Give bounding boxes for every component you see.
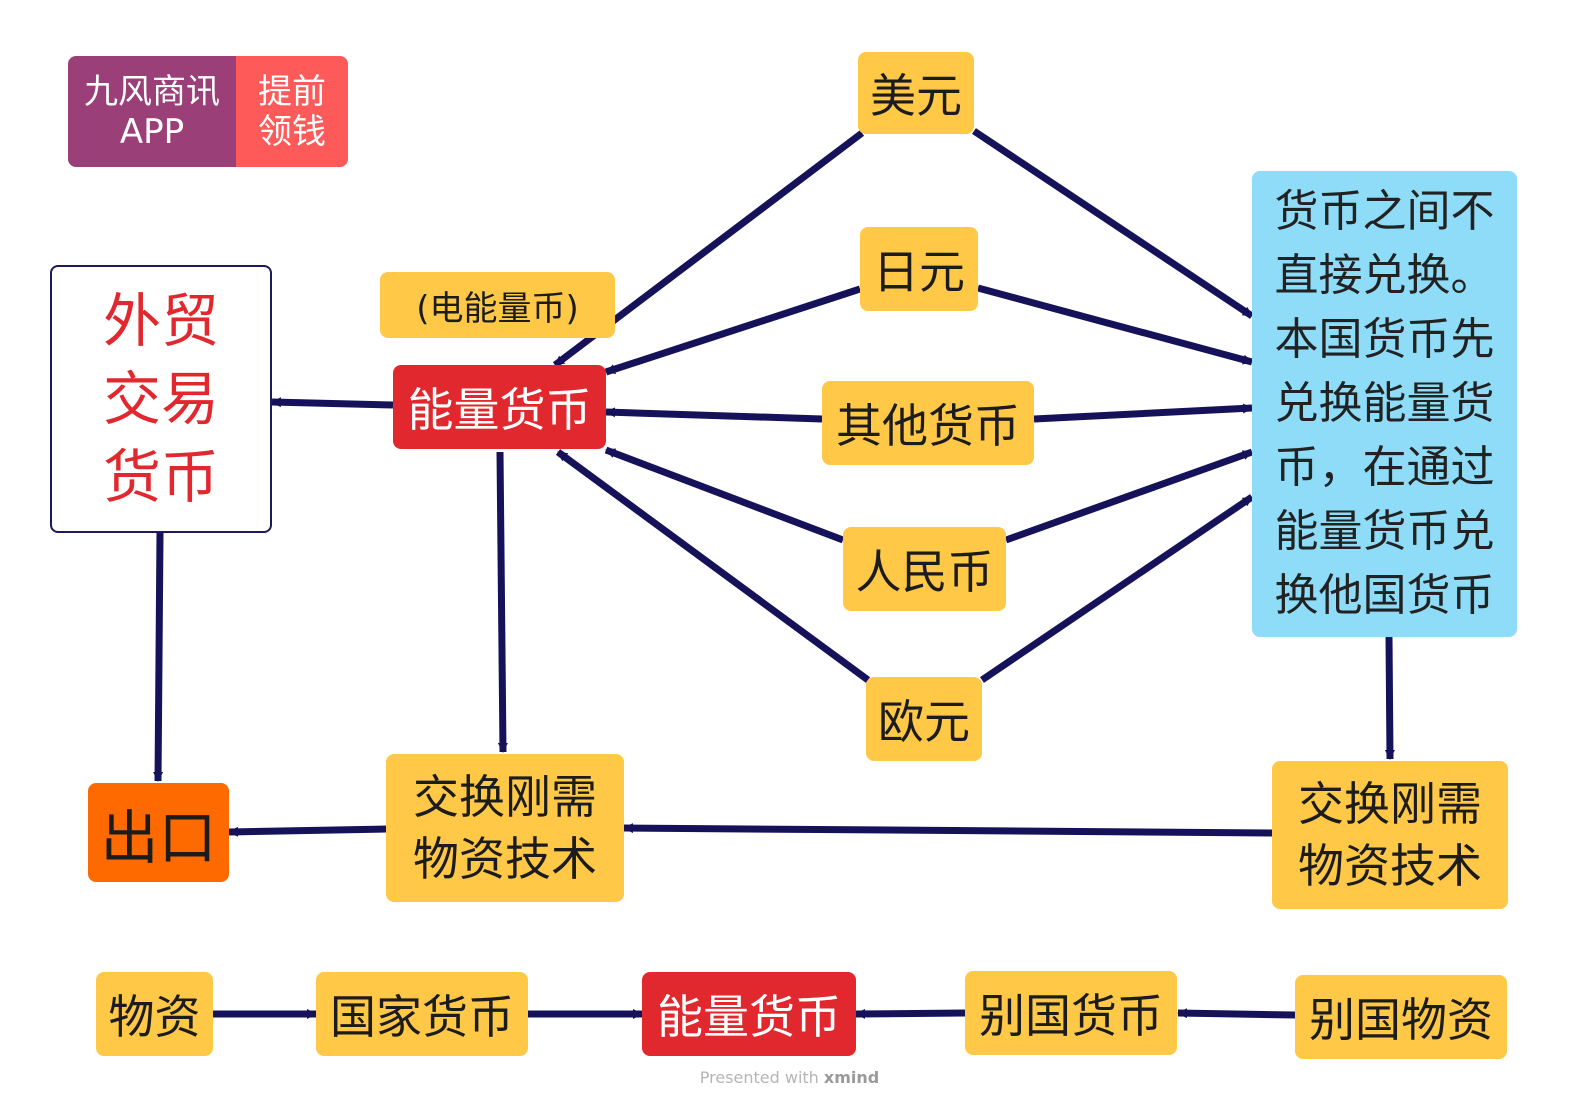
- presented-with-footer: Presented with xmind: [0, 1068, 1579, 1087]
- node-exchange-center: 交换刚需 物资技术: [386, 754, 624, 902]
- note-line-4: 兑换能量货: [1274, 378, 1495, 429]
- flow-foreign-goods-label: 别国物资: [1309, 993, 1493, 1047]
- footer-prefix: Presented with: [699, 1068, 819, 1087]
- exchange-center-line-2: 物资技术: [413, 832, 597, 886]
- flow-foreign-currency: 别国货币: [965, 971, 1177, 1055]
- node-energy-currency-label: 能量货币: [407, 383, 592, 437]
- flow-national-currency-label: 国家货币: [330, 990, 514, 1044]
- arrow-jpy-to-energy: [604, 285, 862, 376]
- note-line-2: 直接兑换。: [1274, 250, 1495, 301]
- trade-line-3: 货币: [102, 443, 219, 511]
- flow-energy-currency-label: 能量货币: [657, 990, 841, 1044]
- app-badge: 九风商讯 APP: [68, 56, 236, 167]
- node-other-currency: 其他货币: [822, 381, 1034, 465]
- arrow-other-to-note: [1033, 403, 1253, 423]
- node-cny-label: 人民币: [855, 545, 994, 599]
- node-usd-label: 美元: [870, 69, 962, 123]
- flow-foreign-goods: 别国物资: [1295, 975, 1507, 1059]
- node-jpy: 日元: [860, 227, 978, 311]
- promo-badge-line2: 领钱: [258, 111, 326, 152]
- node-cny: 人民币: [843, 527, 1006, 611]
- exchange-right-line-2: 物资技术: [1298, 839, 1482, 893]
- note-line-1: 货币之间不: [1274, 186, 1495, 237]
- node-jpy-label: 日元: [873, 245, 965, 299]
- node-export: 出口: [88, 783, 229, 882]
- node-energy-note: (电能量币): [380, 272, 615, 338]
- node-other-currency-label: 其他货币: [836, 399, 1020, 453]
- exchange-right-line-1: 交换刚需: [1298, 777, 1482, 831]
- exchange-center-line-1: 交换刚需: [413, 770, 597, 824]
- node-energy-currency: 能量货币: [393, 365, 606, 449]
- app-badge-line2: APP: [119, 111, 185, 152]
- arrow-eur-to-energy: [555, 449, 871, 683]
- app-badge-line1: 九风商讯: [84, 71, 220, 112]
- arrow-exchange-to-export: [228, 825, 387, 837]
- arrow-exchange-right-to-center: [623, 823, 1273, 837]
- note-line-6: 能量货币兑: [1274, 506, 1495, 557]
- arrow-energy-to-trade: [271, 397, 394, 409]
- node-exchange-note: 货币之间不 直接兑换。 本国货币先 兑换能量货 币，在通过 能量货币兑 换他国货…: [1252, 171, 1517, 637]
- arrow-energy-to-exchange: [496, 451, 508, 753]
- arrow-cny-to-note: [1004, 448, 1254, 544]
- flow-national-currency: 国家货币: [316, 972, 528, 1056]
- arrow-trade-to-export: [153, 532, 164, 782]
- trade-line-2: 交易: [102, 365, 219, 433]
- node-foreign-trade-currency: 外贸 交易 货币: [50, 265, 272, 533]
- arrow-foreign-goods-to-foreign-currency: [1177, 1008, 1296, 1019]
- note-line-7: 换他国货币: [1274, 570, 1495, 621]
- footer-brand: xmind: [823, 1068, 880, 1087]
- arrow-jpy-to-note: [977, 284, 1253, 366]
- arrow-other-to-energy: [605, 407, 823, 423]
- flow-goods: 物资: [96, 972, 213, 1056]
- node-exchange-right: 交换刚需 物资技术: [1272, 761, 1508, 909]
- trade-line-1: 外贸: [102, 287, 219, 355]
- promo-badge-line1: 提前: [258, 71, 326, 112]
- node-eur-label: 欧元: [878, 695, 970, 749]
- note-line-5: 币，在通过: [1274, 442, 1495, 493]
- arrow-eur-to-note: [980, 494, 1254, 683]
- flow-foreign-currency-label: 别国货币: [979, 989, 1163, 1043]
- arrow-foreign-currency-to-energy: [855, 1008, 966, 1019]
- node-usd: 美元: [858, 52, 974, 134]
- arrow-usd-to-note: [972, 128, 1254, 319]
- node-eur: 欧元: [866, 677, 982, 761]
- arrow-note-to-exchange-right: [1384, 636, 1395, 760]
- note-line-3: 本国货币先: [1274, 314, 1495, 365]
- node-energy-note-label: (电能量币): [416, 288, 579, 329]
- node-export-label: 出口: [100, 803, 217, 872]
- arrow-cny-to-energy: [604, 446, 845, 544]
- flow-energy-currency: 能量货币: [642, 972, 856, 1056]
- promo-badge: 提前 领钱: [236, 56, 348, 167]
- flow-goods-label: 物资: [108, 990, 201, 1044]
